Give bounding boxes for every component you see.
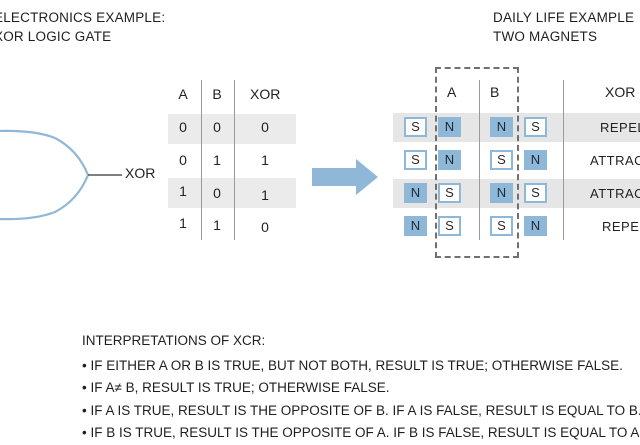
magnet-header-xor: XOR <box>605 84 636 100</box>
gate-output-label: XOR <box>125 165 156 181</box>
magnet-result: ATTRACT <box>590 186 640 201</box>
right-arrow-icon <box>312 159 378 195</box>
table-row <box>393 179 640 208</box>
interpretation-bullet: • IF EITHER A OR B IS TRUE, BUT NOT BOTH… <box>82 358 623 373</box>
table-cell: 1 <box>213 217 221 233</box>
table-header-a: A <box>178 86 188 102</box>
magnet-pole: N <box>404 183 427 203</box>
magnet-pole: S <box>438 183 461 203</box>
magnet-pole: N <box>490 183 513 203</box>
magnet-pole: S <box>524 117 547 137</box>
magnet-pole: S <box>490 216 513 236</box>
table-row <box>393 113 640 142</box>
table-cell: 1 <box>179 215 187 231</box>
table-cell: 0 <box>213 119 221 135</box>
magnet-header-b: B <box>490 84 500 100</box>
magnet-pole: N <box>490 117 513 137</box>
magnet-pole: S <box>490 150 513 170</box>
magnet-pole: N <box>524 216 547 236</box>
table-divider <box>234 80 235 240</box>
interpretations-title: INTERPRETATIONS OF XCR: <box>82 333 266 348</box>
left-heading: ELECTRONICS EXAMPLE: XOR LOGIC GATE <box>0 8 165 46</box>
magnet-pole: S <box>404 150 427 170</box>
left-heading-line2: XOR LOGIC GATE <box>0 29 112 44</box>
magnet-result: REPEL <box>602 219 640 234</box>
table-cell: 0 <box>213 185 221 201</box>
interpretation-bullet: • IF A≠ B, RESULT IS TRUE; OTHERWISE FAL… <box>82 380 390 395</box>
table-divider <box>201 80 202 240</box>
table-cell: 0 <box>261 119 269 135</box>
table-cell: 1 <box>213 152 221 168</box>
table-row <box>168 178 296 208</box>
table-cell: 0 <box>179 119 187 135</box>
magnet-pole: S <box>404 117 427 137</box>
interpretation-bullet: • IF B IS TRUE, RESULT IS THE OPPOSITE O… <box>82 425 640 440</box>
table-header-b: B <box>212 86 222 102</box>
magnet-result: REPEL <box>600 120 640 135</box>
table-cell: 1 <box>179 183 187 199</box>
magnet-pair-highlight <box>435 67 519 258</box>
magnet-result: ATTRACT <box>590 153 640 168</box>
table-cell: 0 <box>179 152 187 168</box>
magnet-pole: N <box>438 150 461 170</box>
xor-gate-icon <box>0 129 122 221</box>
magnet-pole: S <box>524 183 547 203</box>
table-header-xor: XOR <box>250 86 281 102</box>
right-heading: DAILY LIFE EXAMPLE TWO MAGNETS <box>493 8 634 46</box>
table-divider <box>479 80 480 240</box>
magnet-pole: S <box>438 216 461 236</box>
interpretation-bullet: • IF A IS TRUE, RESULT IS THE OPPOSITE O… <box>82 403 640 418</box>
table-divider <box>563 80 564 240</box>
table-cell: 0 <box>261 219 269 235</box>
magnet-pole: N <box>438 117 461 137</box>
right-heading-line1: DAILY LIFE EXAMPLE <box>493 10 635 25</box>
magnet-pole: N <box>404 216 427 236</box>
right-heading-line2: TWO MAGNETS <box>493 29 598 44</box>
left-heading-line1: ELECTRONICS EXAMPLE: <box>0 10 166 25</box>
table-cell: 1 <box>261 187 269 203</box>
magnet-pole: N <box>524 150 547 170</box>
table-row <box>168 114 296 144</box>
table-cell: 1 <box>261 152 269 168</box>
magnet-header-a: A <box>447 84 457 100</box>
